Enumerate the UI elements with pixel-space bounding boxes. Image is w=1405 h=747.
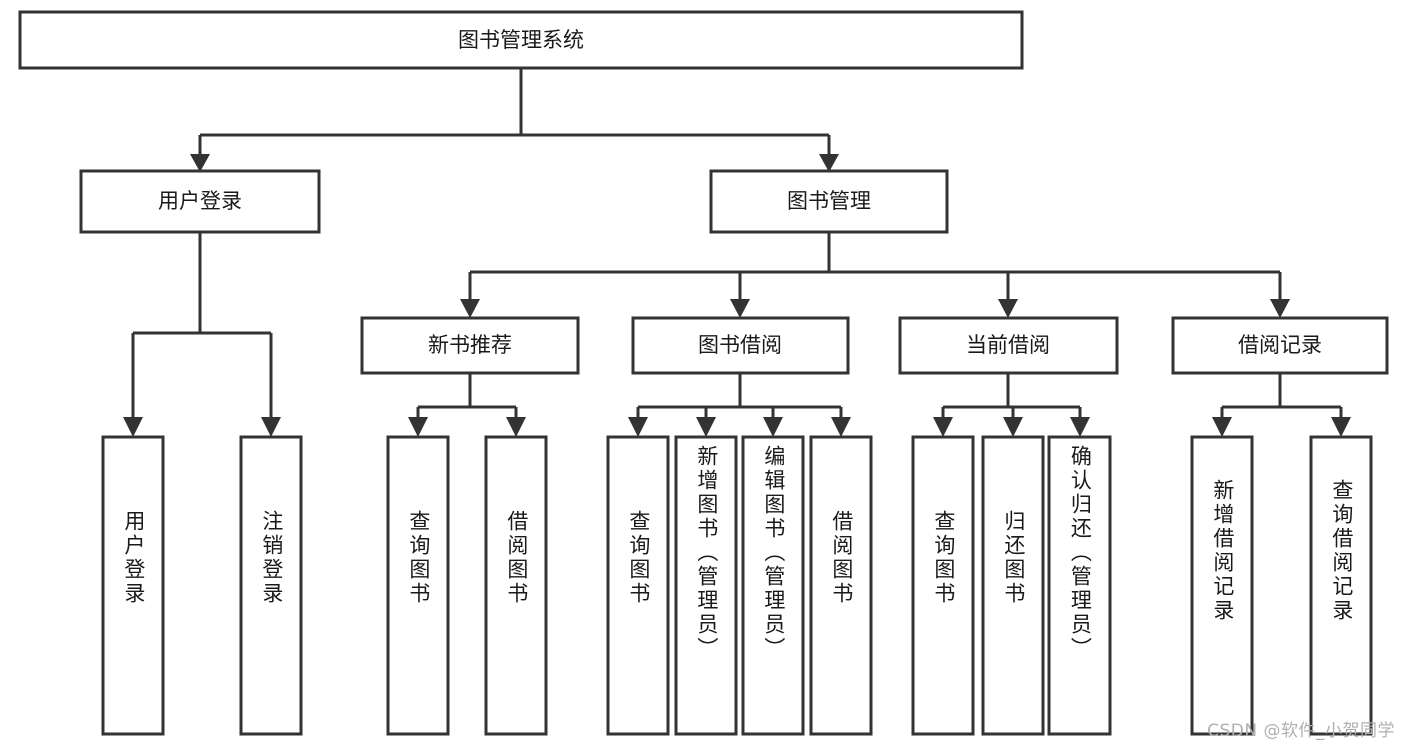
node-box-nbr-query-book[interactable]: [386, 435, 450, 736]
arrow-head-cb-confirm-return: [1070, 417, 1090, 437]
node-box-user-login[interactable]: [79, 169, 321, 234]
node-layer: 图书管理系统 用户登录 图书管理 新书推荐 图书借阅 当前借阅 借阅记录: [18, 10, 1389, 736]
node-box-borrow-record[interactable]: [1171, 316, 1389, 375]
node-box-cb-return-book[interactable]: [981, 435, 1045, 736]
node-box-book-borrow[interactable]: [631, 316, 850, 375]
arrow-head-bb-borrow-book: [831, 417, 851, 437]
arrow-head-user-login-leaf: [123, 417, 143, 437]
arrow-head-nbr-query-book: [408, 417, 428, 437]
arrow-head-user-logout-leaf: [261, 417, 281, 437]
arrow-head-book-borrow: [730, 299, 750, 318]
node-box-user-logout-leaf[interactable]: [239, 435, 303, 736]
node-box-user-login-leaf[interactable]: [101, 435, 165, 736]
node-box-root[interactable]: [18, 10, 1024, 70]
node-box-nbr-borrow-book[interactable]: [484, 435, 548, 736]
node-label-book-borrow: 图书借阅: [698, 333, 782, 357]
node-box-bb-edit-book[interactable]: [741, 435, 805, 736]
arrow-head-br-query-record: [1331, 417, 1351, 437]
node-box-cb-confirm-return[interactable]: [1047, 435, 1112, 736]
node-label-borrow-record: 借阅记录: [1238, 333, 1322, 357]
arrow-head-user-login: [190, 154, 210, 172]
node-box-bb-add-book[interactable]: [674, 435, 738, 736]
node-box-current-borrow[interactable]: [898, 316, 1119, 375]
arrow-head-cb-return-book: [1003, 417, 1023, 437]
node-box-br-query-record[interactable]: [1309, 435, 1373, 736]
node-label-new-book-recommend: 新书推荐: [428, 333, 512, 357]
arrow-head-borrow-record: [1270, 299, 1290, 318]
node-label-book-manage: 图书管理: [787, 189, 871, 213]
arrow-head-nbr-borrow-book: [506, 417, 526, 437]
arrow-head-bb-add-book: [696, 417, 716, 437]
node-box-bb-borrow-book[interactable]: [809, 435, 873, 736]
node-box-bb-query-book[interactable]: [606, 435, 670, 736]
node-box-br-add-record[interactable]: [1190, 435, 1254, 736]
node-box-new-book-recommend[interactable]: [360, 316, 580, 375]
connector-layer: [123, 68, 1351, 437]
arrow-head-bb-query-book: [628, 417, 648, 437]
watermark-text: CSDN @软件_小贺同学: [1207, 721, 1395, 741]
arrow-head-new-book-recommend: [460, 299, 480, 318]
arrow-head-book-manage: [819, 154, 839, 172]
node-label-root: 图书管理系统: [458, 28, 584, 52]
arrow-head-br-add-record: [1212, 417, 1232, 437]
node-box-book-manage[interactable]: [709, 169, 949, 234]
node-label-user-login: 用户登录: [158, 189, 242, 213]
node-label-current-borrow: 当前借阅: [966, 333, 1050, 357]
arrow-head-bb-edit-book: [763, 417, 783, 437]
arrow-head-current-borrow: [998, 299, 1018, 318]
arrow-head-cb-query-book: [933, 417, 953, 437]
node-box-cb-query-book[interactable]: [911, 435, 975, 736]
